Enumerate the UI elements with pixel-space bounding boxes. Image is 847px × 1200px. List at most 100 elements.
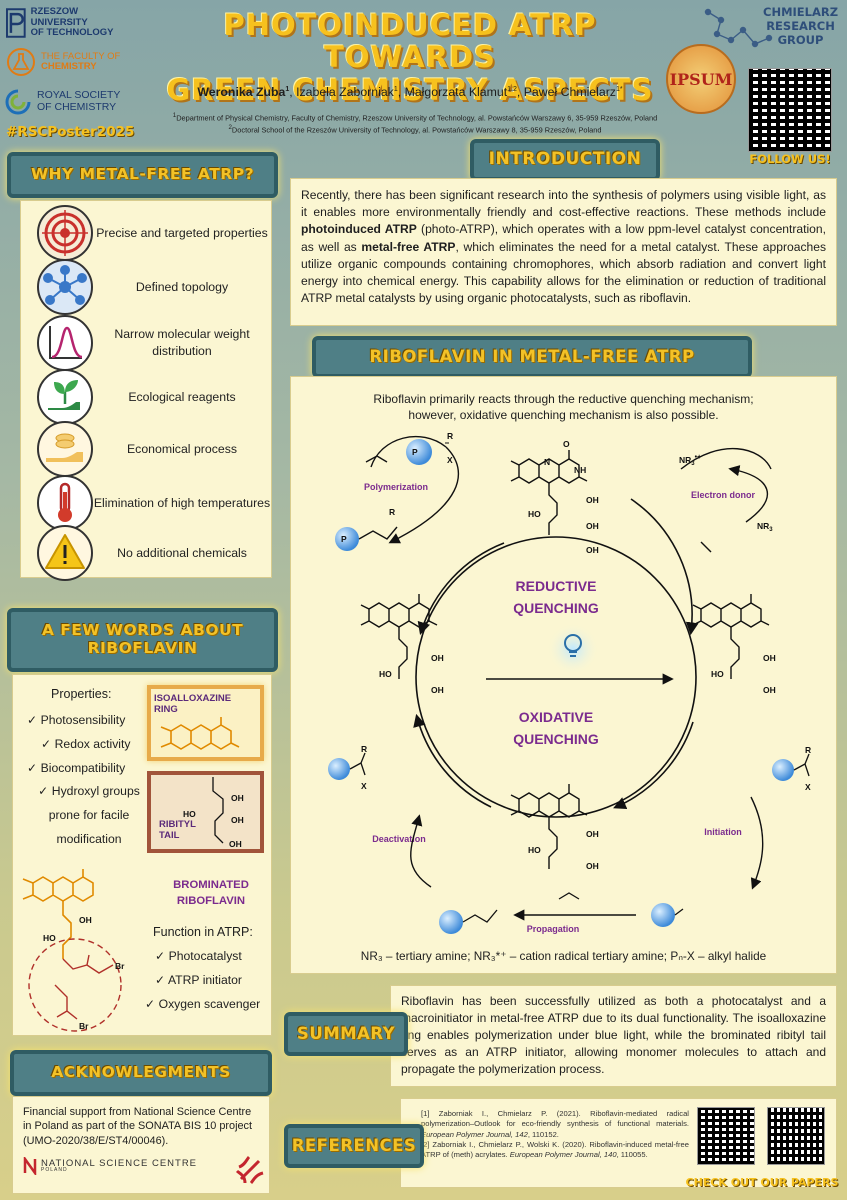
pn1-label: P xyxy=(412,447,418,457)
oh-label: OH xyxy=(431,685,444,695)
properties-title: Properties: xyxy=(51,687,112,701)
intro-bold2: metal-free ATRP xyxy=(361,239,456,254)
function-item: ✓ Oxygen scavenger xyxy=(145,996,261,1011)
ribo-legend: NR₃ – tertiary amine; NR₃*⁺ – cation rad… xyxy=(360,949,767,963)
sonata-logo-icon xyxy=(235,1155,264,1185)
few-heading: A FEW WORDS ABOUT RIBOFLAVIN xyxy=(41,621,244,658)
radical-ball xyxy=(651,903,675,927)
function-list: ✓ Photocatalyst ✓ ATRP initiator ✓ Oxyge… xyxy=(145,945,273,1016)
why-item-label: Economical process xyxy=(126,441,238,456)
oxidative-label-1: OXIDATIVE xyxy=(519,709,593,725)
summary-text: Riboflavin has been successfully utilize… xyxy=(401,994,826,1077)
intro-p3: , which eliminates the need for a metal … xyxy=(301,239,826,306)
mechanism-diagram: N NH O OH HO OH OH OH HO OH OH HO OH OH … xyxy=(328,431,811,934)
function-title: Function in ATRP: xyxy=(153,925,253,939)
r-label: R xyxy=(389,507,395,517)
property-item: ✓ Biocompatibility xyxy=(27,760,126,775)
oh-label: OH xyxy=(431,653,444,663)
property-item: ✓ Photosensibility xyxy=(27,713,126,727)
prz-line2: OF TECHNOLOGY xyxy=(30,27,114,39)
electron-donor-label: Electron donor xyxy=(691,490,755,500)
ipsum-label: IPSUM xyxy=(669,69,733,89)
why-item-label: No additional chemicals xyxy=(117,545,247,560)
intro-heading-banner: INTRODUCTION xyxy=(470,139,660,181)
initiation-label: Initiation xyxy=(704,827,742,837)
why-panel: Precise and targeted properties Defined … xyxy=(20,200,272,581)
propagation-label: Propagation xyxy=(527,924,580,934)
ho-label: HO xyxy=(528,509,541,519)
ncn-logo-icon xyxy=(23,1157,37,1175)
flavin-bottom-structure xyxy=(510,783,588,870)
ribo-panel: Riboflavin primarily reacts through the … xyxy=(290,376,837,974)
summary-heading: SUMMARY xyxy=(296,1023,396,1043)
molecule-chain-icon xyxy=(704,8,773,48)
why-item: Elimination of high temperatures xyxy=(21,475,271,531)
cycle-ring xyxy=(415,536,697,818)
author-4: Paweł Chmielarz1* xyxy=(523,85,623,99)
ribo-intro-line2: however, oxidative quenching mechanism i… xyxy=(408,408,719,423)
property-item: ✓ Hydroxyl groups prone for facile modif… xyxy=(38,784,140,846)
x-label: X xyxy=(805,782,811,792)
paper1-qr-code[interactable] xyxy=(697,1107,755,1165)
intro-p2: (photo-ATRP), which operates with a low … xyxy=(301,222,826,254)
prz-line1: RZESZOW UNIVERSITY xyxy=(30,6,88,28)
group-line2: RESEARCH xyxy=(766,18,835,33)
affiliation-1: 1Department of Physical Chemistry, Facul… xyxy=(172,112,658,123)
affiliations: 1Department of Physical Chemistry, Facul… xyxy=(120,112,710,136)
x-label: X xyxy=(447,455,453,465)
hashtag: #RSCPoster2025 xyxy=(6,124,135,140)
r-label: R xyxy=(361,744,367,754)
authors: Weronika Zuba1, Izabela Zaborniak1, Małg… xyxy=(197,85,623,99)
svg-text:HO: HO xyxy=(43,933,56,943)
oh-label: OH xyxy=(763,685,776,695)
ack-panel: Financial support from National Science … xyxy=(12,1096,270,1194)
svg-text:HO: HO xyxy=(183,809,196,819)
deactivation-label: Deactivation xyxy=(372,834,426,844)
refs-text: [1] Zaborniak I., Chmielarz P. (2021). R… xyxy=(421,1109,689,1160)
coins-hand-icon xyxy=(37,421,93,477)
group-line3: GROUP xyxy=(777,32,824,47)
reference-2: [2] Zaborniak I., Chmielarz P., Wolski K… xyxy=(421,1139,689,1159)
nr3-label: NR3 xyxy=(757,521,773,533)
function-item: ✓ ATRP initiator xyxy=(155,972,242,987)
oh-label: OH xyxy=(586,861,599,871)
follow-qr-code[interactable] xyxy=(748,68,832,152)
author-1: Weronika Zuba1 xyxy=(197,85,290,99)
oxidative-label-2: QUENCHING xyxy=(513,731,599,747)
fchem-line1: THE FACULTY OF xyxy=(41,50,121,62)
why-item-label: Narrow molecular weight distribution xyxy=(114,327,250,358)
affiliation-2: 2Doctoral School of the Rzeszów Universi… xyxy=(228,124,602,135)
monomer-structure xyxy=(365,455,388,463)
oh-label: OH xyxy=(586,545,599,555)
summary-heading-banner: SUMMARY xyxy=(284,1012,408,1056)
intro-bold1: photoinduced ATRP xyxy=(301,222,417,237)
paper2-qr-code[interactable] xyxy=(767,1107,825,1165)
ho-label: HO xyxy=(528,845,541,855)
function-item: ✓ Photocatalyst xyxy=(155,949,242,963)
intro-heading: INTRODUCTION xyxy=(488,149,642,170)
x-label: X xyxy=(361,781,367,791)
flavin-right-structure xyxy=(692,593,770,680)
why-heading-banner: WHY METAL-FREE ATRP? xyxy=(7,152,278,198)
rsc-line1: ROYAL SOCIETY xyxy=(37,89,121,102)
br-label: Br xyxy=(115,961,125,971)
why-item: Ecological reagents xyxy=(21,369,271,425)
few-heading-banner: A FEW WORDS ABOUT RIBOFLAVIN xyxy=(7,608,278,672)
why-item: Defined topology xyxy=(21,259,271,315)
few-heading-line1: A FEW WORDS ABOUT xyxy=(41,621,244,640)
why-item: Economical process xyxy=(21,421,271,477)
rsc-logo-icon xyxy=(5,89,31,115)
polymer-ball-pn1 xyxy=(406,439,432,465)
prz-logo-icon xyxy=(6,8,26,38)
poster-title: PHOTOINDUCED ATRP TOWARDS GREEN CHEMISTR… xyxy=(150,9,670,107)
few-heading-line2: RIBOFLAVIN xyxy=(87,639,198,657)
